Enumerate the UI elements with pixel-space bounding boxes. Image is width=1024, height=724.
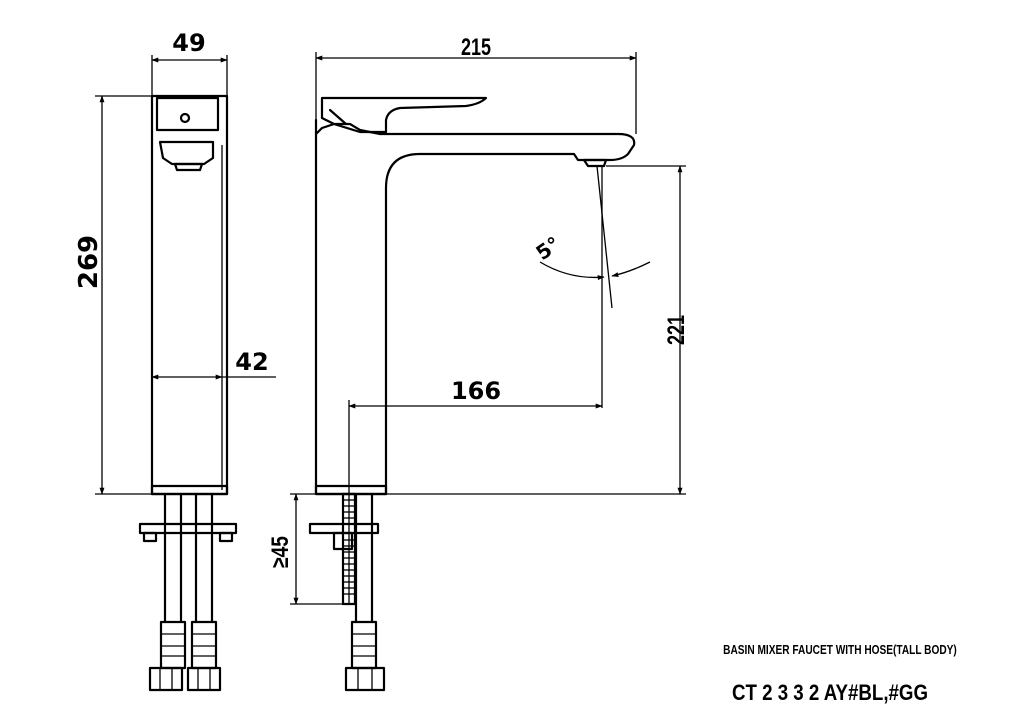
- angle-arc-left: [539, 261, 605, 280]
- handle-screw: [179, 112, 191, 124]
- hex-nut-left: [148, 666, 184, 692]
- title-block: BASIN MIXER FAUCET WITH HOSE(TALL BODY) …: [723, 643, 957, 706]
- front-aerator: [582, 158, 608, 168]
- front-nut: [332, 531, 354, 551]
- side-aerator: [158, 140, 215, 166]
- dim-height-side: 269: [74, 235, 104, 289]
- dim-spout-reach: 166: [451, 377, 501, 405]
- product-description: BASIN MIXER FAUCET WITH HOSE(TALL BODY): [723, 643, 957, 657]
- side-view: 49 269 42: [74, 29, 276, 692]
- hex-nut-right: [186, 666, 222, 692]
- dim-width-front: 215: [461, 35, 491, 61]
- dim-body-depth: 42: [235, 348, 268, 376]
- front-body-outline: [314, 122, 636, 496]
- spray-line-angled: [596, 165, 613, 309]
- hose-fitting-left: [159, 620, 187, 670]
- side-nut-left: [142, 531, 158, 543]
- side-handle: [155, 96, 220, 132]
- side-nut-right: [218, 531, 234, 543]
- product-model: CT 2 3 3 2 AY#BL,#GG: [732, 682, 928, 706]
- front-base: [314, 484, 388, 496]
- dim-spout-height: 221: [664, 315, 690, 345]
- dim-spray-angle: 5°: [531, 232, 564, 265]
- side-aerator-tip: [173, 162, 204, 172]
- front-hose-fitting: [350, 620, 378, 670]
- hose-fitting-right: [190, 620, 218, 670]
- front-handle-lever: [320, 96, 488, 134]
- front-hex-nut: [344, 666, 386, 692]
- dim-width-side: 49: [172, 29, 205, 57]
- side-base: [150, 484, 229, 496]
- dim-mount-thickness: ≥45: [266, 536, 294, 568]
- angle-arc-right: [611, 261, 651, 278]
- side-mount-plate: [138, 522, 238, 535]
- front-view: 215 221 5° 166 ≥45: [266, 35, 690, 692]
